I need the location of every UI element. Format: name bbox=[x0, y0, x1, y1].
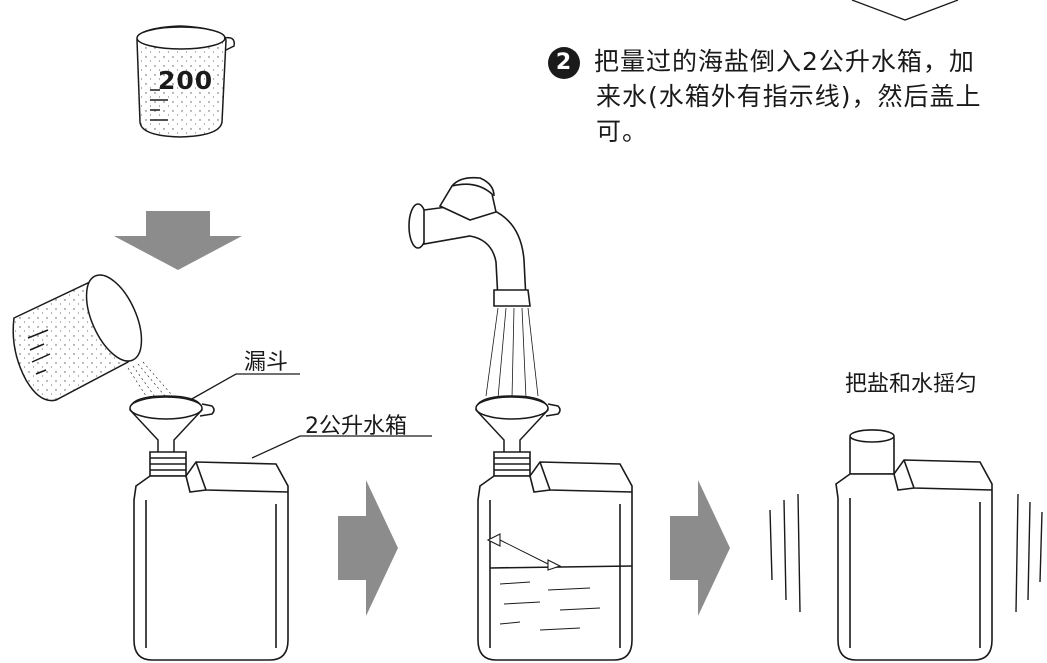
tank-label: 2公升水箱 bbox=[305, 414, 407, 439]
water-faucet bbox=[408, 176, 531, 307]
water-stream bbox=[485, 307, 539, 399]
funnel-1 bbox=[129, 395, 215, 457]
step-number-badge: 2 bbox=[548, 47, 580, 79]
pouring-beaker bbox=[12, 274, 143, 402]
shake-motion-lines bbox=[769, 493, 1043, 613]
measuring-beaker bbox=[136, 25, 236, 138]
right-arrow-2 bbox=[670, 480, 730, 616]
right-arrow-1 bbox=[338, 480, 398, 616]
instruction-line-1: 2 把量过的海盐倒入2公升水箱，加 bbox=[548, 44, 1047, 79]
instruction-line-3: 可。 bbox=[596, 117, 649, 146]
instruction-line-2: 来水(水箱外有指示线)，然后盖上 bbox=[596, 82, 982, 111]
down-arrow bbox=[114, 211, 242, 270]
water-tank-2 bbox=[477, 451, 633, 661]
partial-top-shape bbox=[851, 0, 959, 21]
capped-water-tank bbox=[835, 429, 993, 661]
shake-label: 把盐和水摇匀 bbox=[845, 372, 978, 397]
funnel-2 bbox=[475, 395, 561, 457]
funnel-leader-line bbox=[189, 373, 300, 401]
tank-leader-line bbox=[251, 435, 432, 459]
instruction-line-1-text: 把量过的海盐倒入2公升水箱，加 bbox=[594, 47, 975, 76]
instruction-text: 2 把量过的海盐倒入2公升水箱，加 来水(水箱外有指示线)，然后盖上 可。 bbox=[548, 44, 1047, 149]
funnel-label: 漏斗 bbox=[244, 350, 289, 375]
water-tank-1 bbox=[133, 451, 289, 661]
beaker-measure-label: 200 bbox=[158, 66, 214, 95]
